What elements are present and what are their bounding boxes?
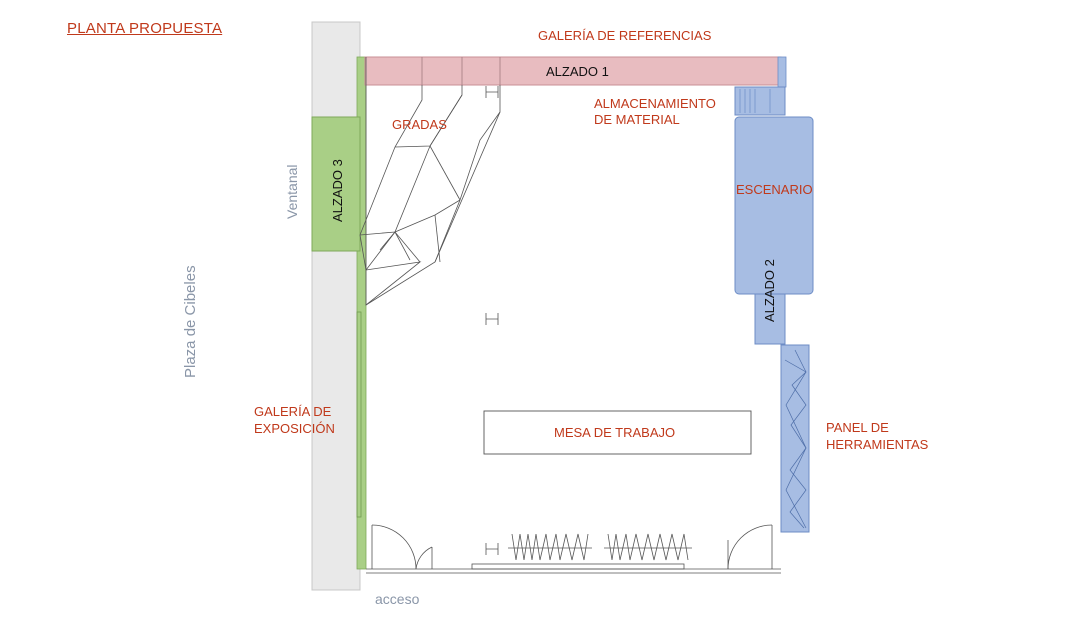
column-marker bbox=[485, 313, 499, 325]
alzado-3-label: ALZADO 3 bbox=[330, 159, 345, 222]
tools-panel bbox=[780, 344, 810, 533]
column-marker bbox=[485, 86, 499, 98]
work-table-label: MESA DE TRABAJO bbox=[554, 425, 676, 440]
storage-label-line2: DE MATERIAL bbox=[594, 112, 680, 127]
racks bbox=[508, 533, 692, 561]
tools-panel-label-line1: PANEL DE bbox=[826, 420, 889, 435]
exposition-label-line1: GALERÍA DE bbox=[254, 404, 332, 419]
window-band bbox=[311, 21, 361, 591]
alzado-2-label: ALZADO 2 bbox=[762, 259, 777, 322]
storage-label-line1: ALMACENAMIENTO bbox=[594, 96, 716, 111]
tools-panel-label-line2: HERRAMIENTAS bbox=[826, 437, 929, 452]
alzado-2-block bbox=[754, 293, 786, 345]
ventanal-label: Ventanal bbox=[284, 164, 300, 220]
work-table bbox=[483, 410, 752, 455]
exposition-label-line2: EXPOSICIÓN bbox=[254, 421, 335, 436]
references-gallery bbox=[364, 56, 782, 86]
gradas-label: GRADAS bbox=[392, 117, 447, 132]
alzado-1-label: ALZADO 1 bbox=[546, 64, 609, 79]
corner-post bbox=[777, 56, 787, 88]
bottom-wall bbox=[366, 524, 781, 574]
page-title: PLANTA PROPUESTA bbox=[67, 20, 223, 37]
exposition-rail bbox=[356, 311, 362, 518]
access-label: acceso bbox=[375, 591, 420, 607]
references-gallery-label: GALERÍA DE REFERENCIAS bbox=[538, 28, 712, 43]
stage-label: ESCENARIO bbox=[736, 182, 813, 197]
plaza-label: Plaza de Cibeles bbox=[182, 265, 199, 378]
gradas-bleachers bbox=[359, 57, 501, 306]
storage-unit bbox=[734, 86, 786, 116]
column-marker bbox=[485, 543, 499, 555]
alzado-3-block bbox=[311, 116, 361, 252]
